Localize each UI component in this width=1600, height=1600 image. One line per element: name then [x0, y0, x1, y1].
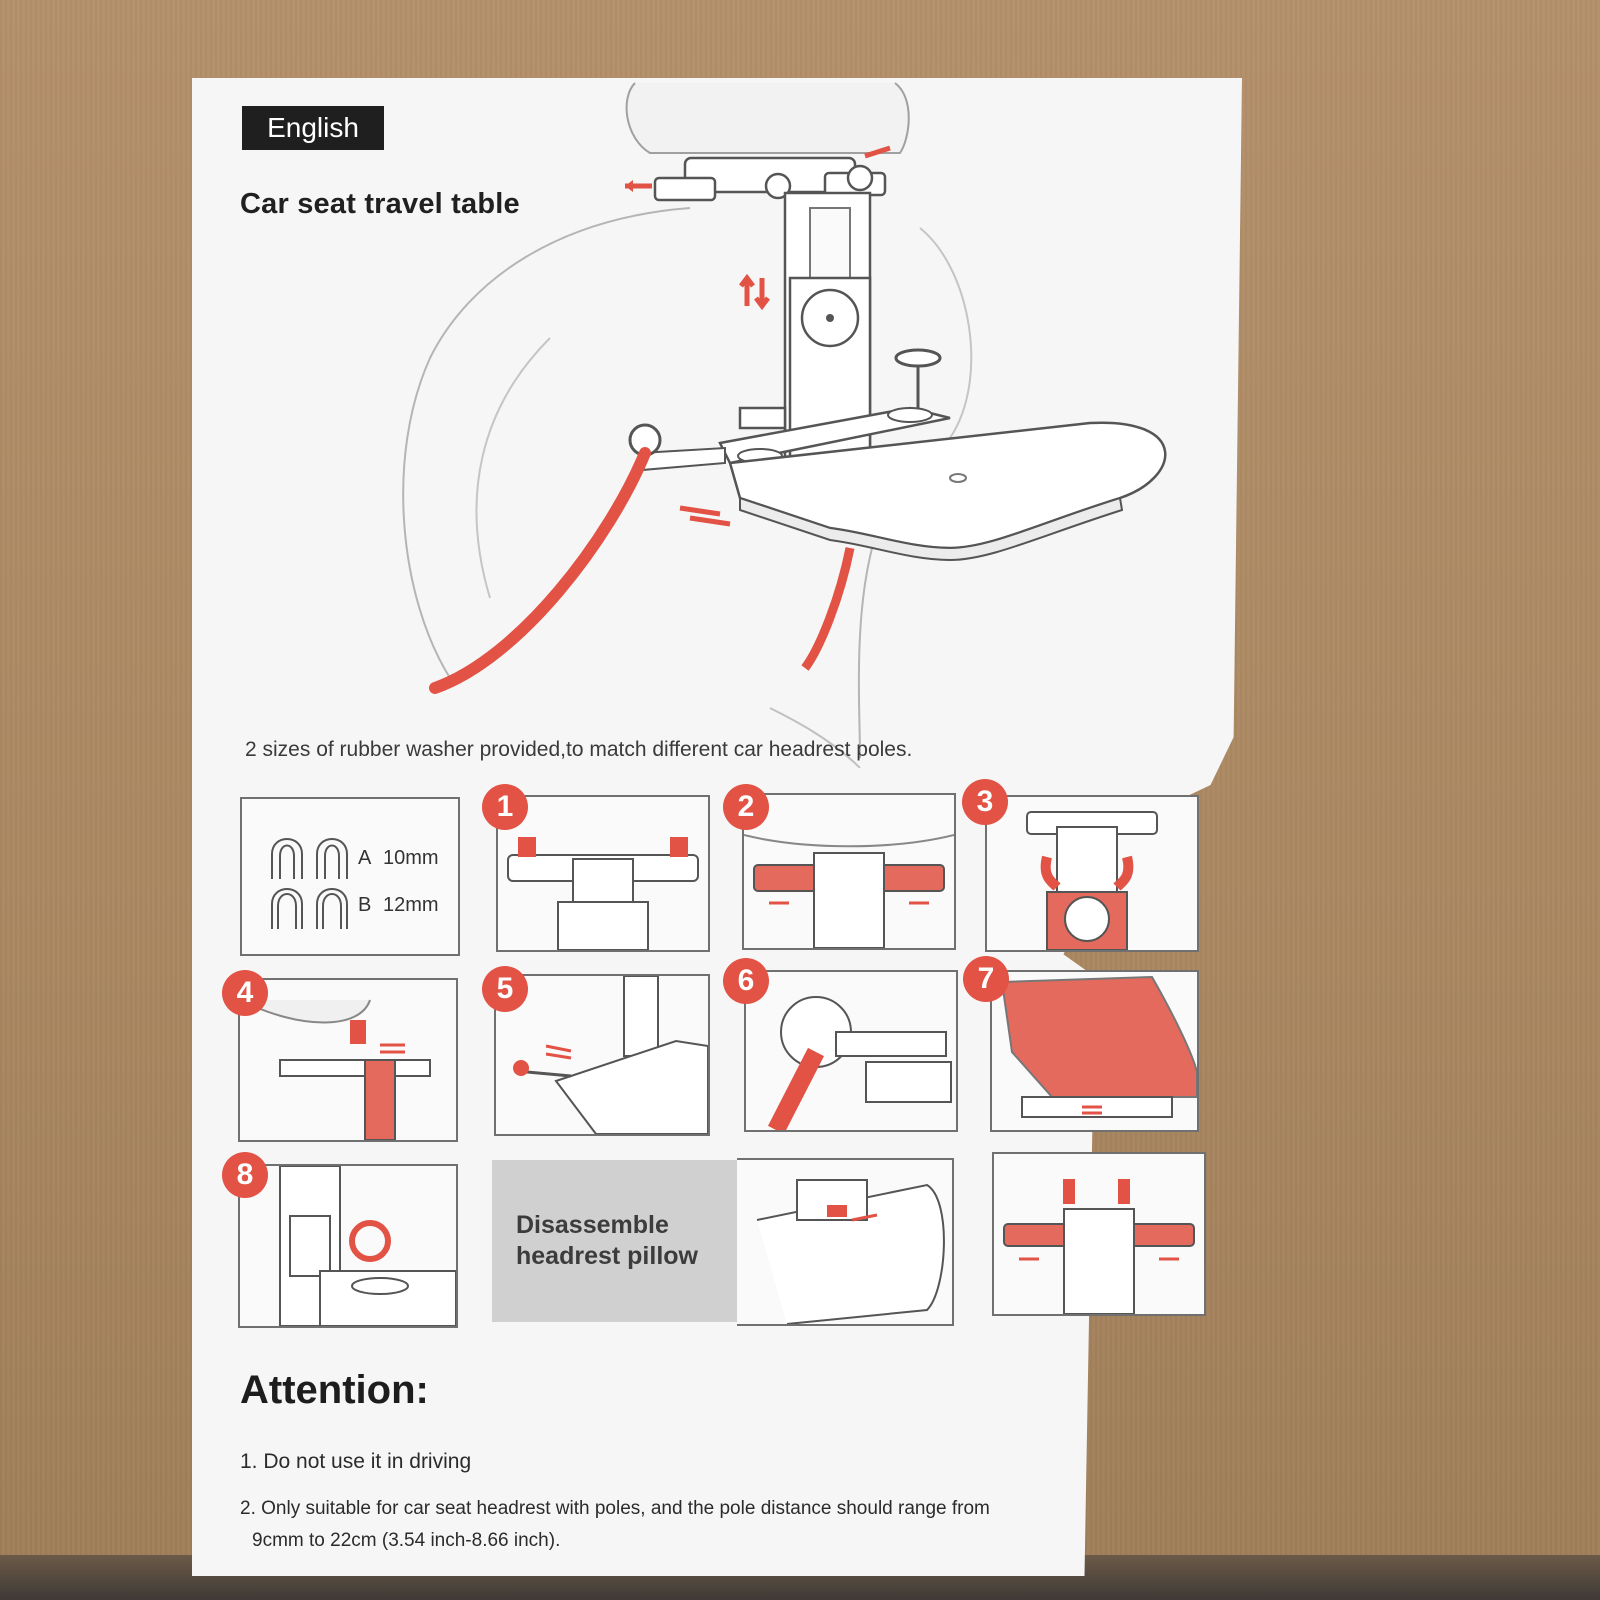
step-6-illustration: [767, 996, 952, 1130]
disassemble-label-line-1: Disassemble: [516, 1211, 669, 1239]
step-3-panel: [985, 795, 1199, 952]
step-7-badge: 7: [963, 956, 1009, 1002]
main-table-illustration: [402, 82, 1167, 768]
step-7-illustration: [1000, 975, 1197, 1118]
document-title: Car seat travel table: [240, 188, 520, 220]
step-3-illustration: [1026, 811, 1158, 950]
step-5-panel: [494, 974, 710, 1136]
attention-heading: Attention:: [240, 1368, 429, 1412]
step-1-panel: [496, 795, 710, 952]
attention-note-2-line-1: 2. Only suitable for car seat headrest w…: [240, 1498, 990, 1519]
step-2-badge: 2: [723, 784, 769, 830]
disassemble-illustration-panel: [737, 1158, 954, 1326]
washer-sizes-panel: [240, 797, 460, 956]
step-5-badge: 5: [482, 966, 528, 1012]
step-1-illustration: [507, 837, 699, 950]
step-4-illustration: [240, 999, 431, 1140]
step-2-panel: [742, 793, 956, 950]
washer-b-letter: B: [358, 894, 372, 916]
attention-note-1: 1. Do not use it in driving: [240, 1450, 472, 1473]
reassemble-illustration: [1003, 1179, 1195, 1314]
step-1-badge: 1: [482, 784, 528, 830]
step-5-illustration: [513, 976, 708, 1134]
step-2-illustration: [744, 834, 954, 948]
step-8-panel: [238, 1164, 458, 1328]
disassemble-label: Disassemble headrest pillow: [516, 1210, 736, 1272]
step-8-illustration: [279, 1166, 456, 1326]
disassemble-illustration: [756, 1179, 945, 1324]
disassemble-label-line-2: headrest pillow: [516, 1242, 698, 1270]
washer-a-size: 10mm: [383, 847, 439, 869]
disassemble-label-box: [492, 1160, 737, 1322]
step-3-badge: 3: [962, 779, 1008, 825]
washer-b-size: 12mm: [383, 894, 439, 916]
language-badge: English: [242, 106, 384, 150]
step-6-badge: 6: [723, 958, 769, 1004]
step-4-panel: [238, 978, 458, 1142]
reassemble-panel: [992, 1152, 1206, 1316]
washer-note: 2 sizes of rubber washer provided,to mat…: [245, 738, 913, 761]
step-6-panel: [744, 970, 958, 1132]
attention-note-2-line-2: 9cmm to 22cm (3.54 inch-8.66 inch).: [252, 1530, 561, 1551]
step-8-badge: 8: [222, 1152, 268, 1198]
step-4-badge: 4: [222, 970, 268, 1016]
washer-icons: [271, 838, 348, 929]
washer-a-letter: A: [358, 847, 372, 869]
step-7-panel: [990, 970, 1199, 1132]
